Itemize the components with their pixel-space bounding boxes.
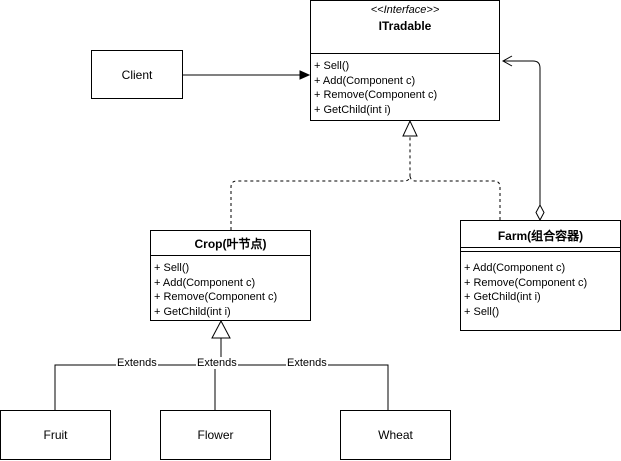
edge-wheat-extends-crop — [221, 364, 389, 410]
edge-label-extends-wheat: Extends — [286, 357, 328, 369]
itradable-operation: + Remove(Component c) — [314, 89, 438, 101]
flower-node[interactable]: Flower — [160, 410, 271, 460]
farm-operation: + GetChild(int i) — [464, 291, 541, 303]
client-node[interactable]: Client — [91, 50, 183, 99]
wheat-label: Wheat — [378, 428, 413, 442]
itradable-operation: + Add(Component c) — [314, 74, 416, 87]
itradable-operations: + Sell() + Add(Component c) + Remove(Com… — [314, 59, 497, 117]
crop-operation: + GetChild(int i) — [154, 305, 231, 318]
wheat-node[interactable]: Wheat — [340, 410, 451, 460]
crop-class-node[interactable]: Crop(叶节点) + Sell() + Add(Component c) + … — [150, 230, 311, 321]
crop-separator — [151, 255, 310, 256]
farm-operation: + Sell() — [464, 305, 500, 318]
crop-operation: + Sell() — [154, 262, 190, 274]
farm-operations: + Add(Component c) + Remove(Component c)… — [464, 261, 618, 319]
farm-separator-top — [461, 247, 620, 248]
edge-farm-realizes-itradable — [409, 174, 501, 220]
itradable-operation: + GetChild(int i) — [314, 103, 391, 116]
farm-operation: + Add(Component c) — [464, 262, 566, 274]
farm-separator-bottom — [461, 251, 620, 252]
fruit-node[interactable]: Fruit — [0, 410, 111, 460]
itradable-stereotype: <<Interface>> — [370, 4, 440, 16]
crop-operation: + Add(Component c) — [154, 276, 256, 289]
fruit-label: Fruit — [43, 428, 68, 442]
edge-crop-realizes-itradable — [230, 136, 411, 230]
farm-class-node[interactable]: Farm(组合容器) + Add(Component c) + Remove(C… — [460, 220, 621, 331]
itradable-separator — [311, 53, 499, 54]
itradable-interface-node[interactable]: <<Interface>> ITradable + Sell() + Add(C… — [310, 0, 500, 121]
aggregation-diamond-icon — [535, 203, 545, 222]
edge-farm-aggregation — [501, 55, 541, 205]
crop-operation: + Remove(Component c) — [154, 291, 278, 303]
generalization-triangle-icon — [211, 319, 231, 339]
crop-title: Crop(叶节点) — [194, 237, 267, 251]
itradable-title: ITradable — [378, 19, 432, 33]
farm-title: Farm(组合容器) — [497, 229, 584, 243]
itradable-operation: + Sell() — [314, 60, 350, 72]
realization-triangle-icon — [402, 119, 418, 137]
flower-label: Flower — [197, 428, 234, 442]
edge-label-extends-flower: Extends — [196, 357, 238, 369]
edge-label-extends-fruit: Extends — [116, 357, 158, 369]
crop-operations: + Sell() + Add(Component c) + Remove(Com… — [154, 261, 308, 319]
edge-fruit-extends-crop — [54, 364, 221, 410]
client-label: Client — [121, 67, 153, 82]
farm-operation: + Remove(Component c) — [464, 276, 588, 289]
